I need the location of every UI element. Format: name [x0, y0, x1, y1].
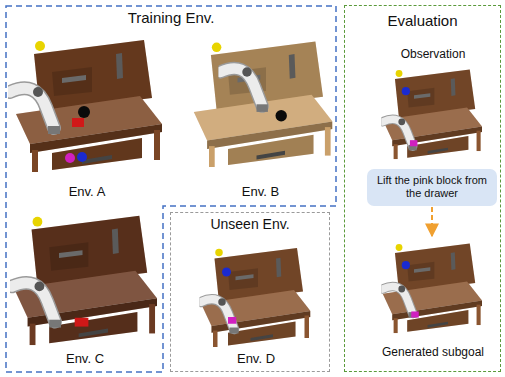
region-box: Unseen Env. Env. D: [170, 212, 330, 372]
scene-panel: Env. D: [189, 241, 323, 367]
scene-label: Env. D: [189, 351, 323, 367]
illustration-part: [402, 87, 410, 95]
region-heading: Evaluation: [345, 12, 500, 30]
scene-label: Env. A: [12, 184, 162, 200]
scene-panel: Env. A: [12, 30, 162, 200]
illustration-part: [402, 261, 410, 269]
env-a-scene: [10, 40, 162, 172]
illustration-part: [276, 110, 287, 121]
illustration-part: [75, 318, 89, 327]
illustration-part: [411, 311, 418, 317]
region-heading: Training Env.: [5, 9, 337, 27]
illustration-part: [228, 317, 236, 324]
scene-label: Observation: [373, 47, 493, 61]
dashed-arrow: [431, 207, 433, 236]
scene-label: Generated subgoal: [373, 345, 493, 359]
observation-scene: [383, 69, 482, 159]
illustration-part: [12, 282, 61, 328]
scene-panel: Env. B: [188, 30, 333, 200]
illustration-part: [72, 118, 84, 127]
region-box: Training Env. Env. A Env. B Env. C: [5, 5, 337, 373]
illustration-part: [222, 268, 231, 277]
scene-panel: Generated subgoal: [373, 237, 493, 359]
illustration-part: [383, 69, 482, 159]
region-box: EvaluationObservationLift the pink block…: [344, 5, 501, 372]
region-outline-path: [6, 6, 336, 372]
illustration-part: [410, 140, 417, 146]
illustration-part: [16, 40, 162, 172]
illustration-part: [220, 67, 268, 112]
illustration-part: [383, 243, 482, 333]
illustration-part: [10, 87, 60, 134]
illustration-part: [201, 298, 239, 333]
instruction-text: Lift the pink block from the drawer: [371, 174, 493, 200]
subgoal-scene: [383, 243, 482, 333]
region-outline: [5, 5, 337, 373]
illustration-part: [194, 42, 333, 167]
region-heading: Unseen Env.: [171, 216, 329, 233]
illustration-part: [65, 153, 75, 163]
illustration-part: [78, 106, 90, 118]
env-b-scene: [194, 42, 333, 167]
scene-label: Env. C: [10, 351, 160, 367]
illustration-part: [77, 152, 87, 162]
illustration-part: [383, 118, 417, 150]
env-c-scene: [12, 216, 157, 345]
illustration-part: [201, 248, 311, 347]
scene-label: Env. B: [188, 184, 333, 200]
instruction-box: Lift the pink block from the drawer: [367, 169, 497, 206]
scene-panel: Env. C: [10, 205, 160, 367]
scene-panel: Observation: [373, 47, 493, 163]
env-d-scene: [201, 248, 311, 347]
